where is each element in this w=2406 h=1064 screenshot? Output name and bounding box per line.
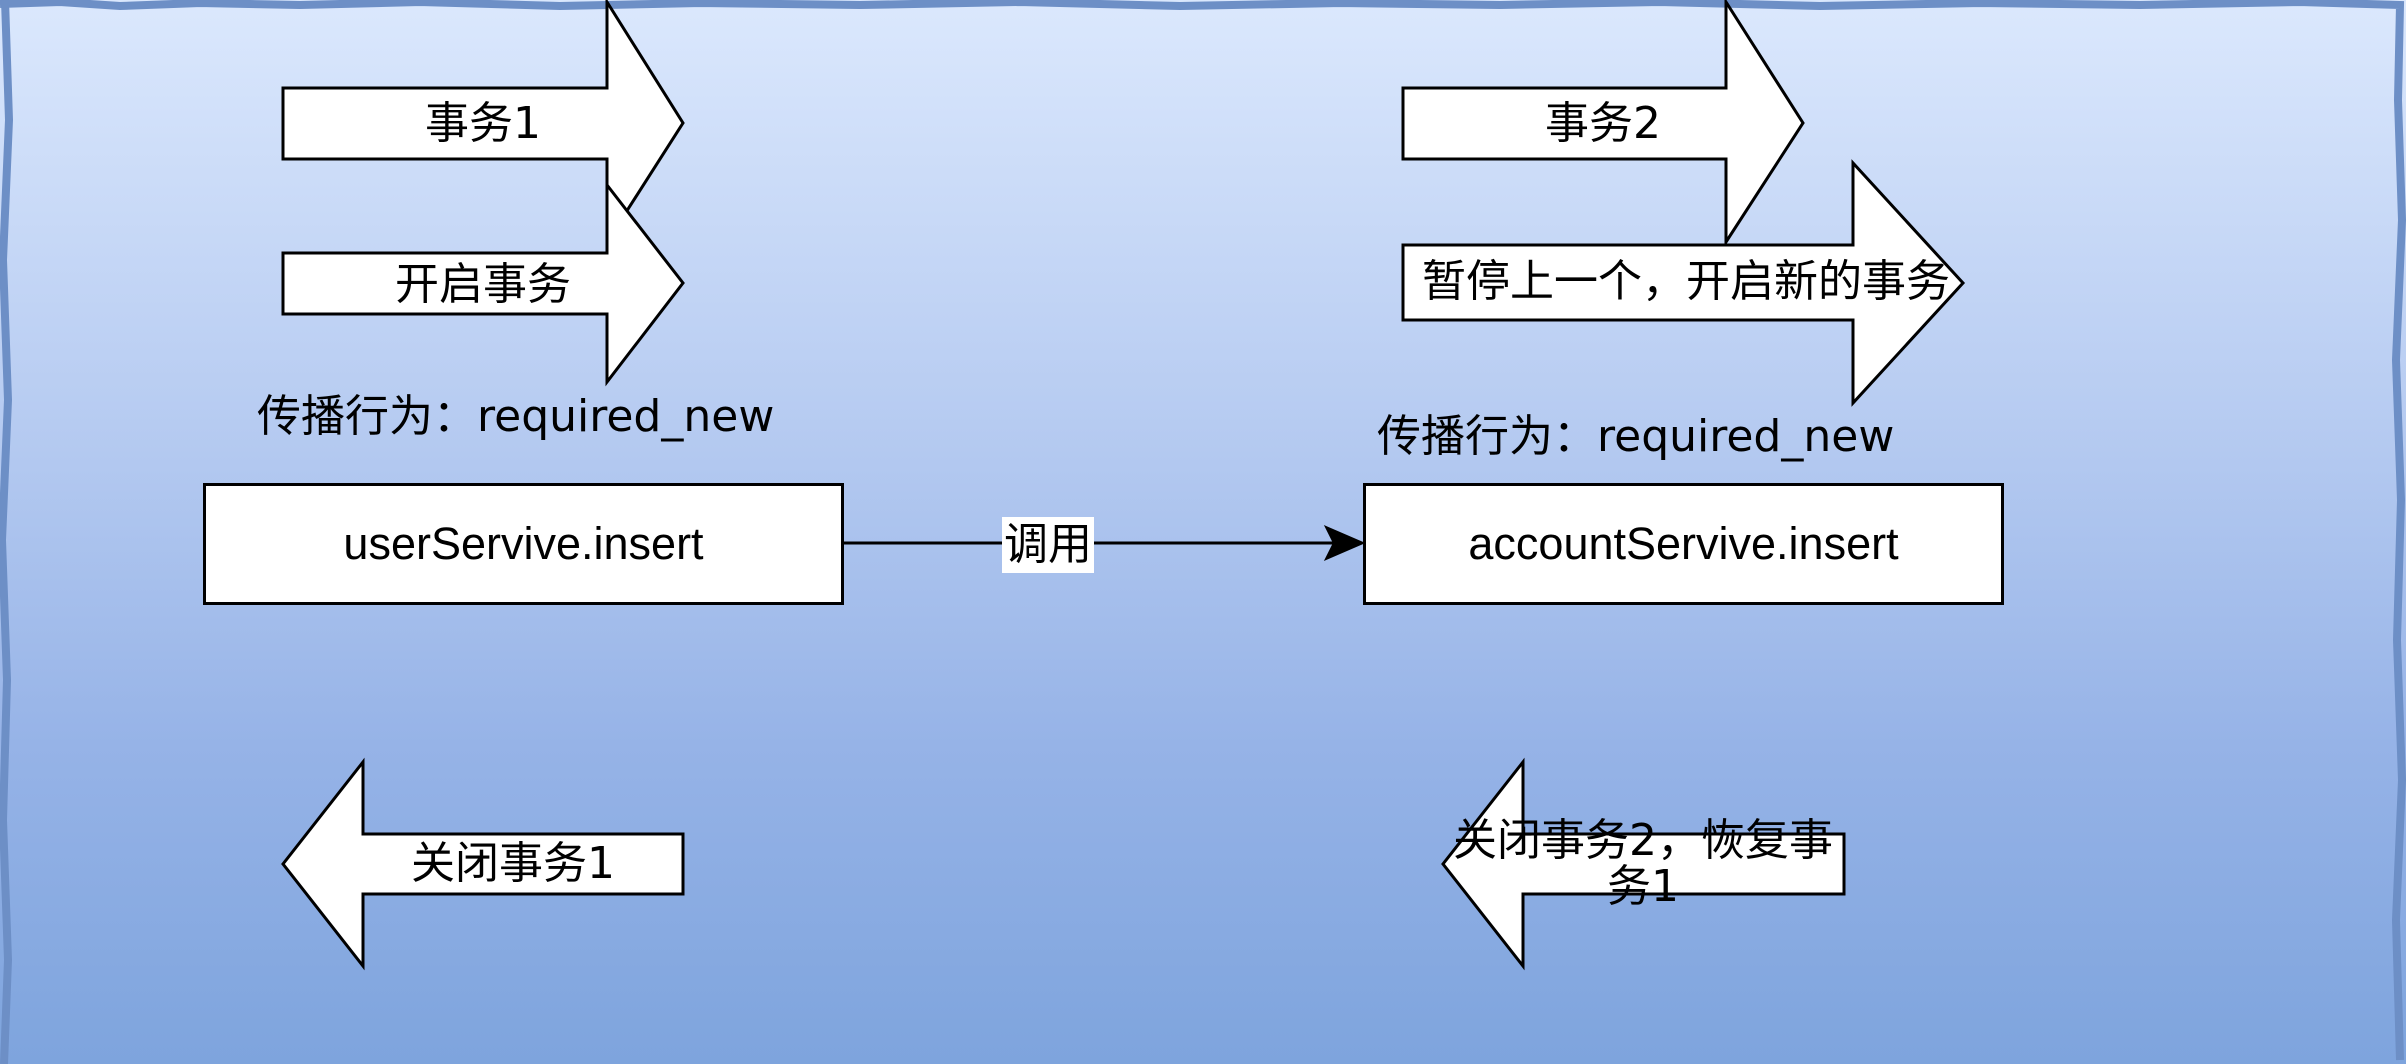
call-label: 调用 [1002,517,1094,573]
right-propagation-text: 传播行为：required_new [1377,411,1895,462]
transaction-1-label: 事务1 [425,97,541,149]
close-transaction-2-label: 关闭事务2，恢复事务1 [1453,814,1833,912]
close-transaction-1-label: 关闭事务1 [411,837,615,889]
open-transaction-label: 开启事务 [395,258,571,310]
suspend-transaction-label: 暂停上一个，开启新的事务 [1422,255,1950,307]
account-service-insert-box: accountServive.insert [1363,483,2004,605]
user-service-insert-box: userServive.insert [203,483,844,605]
left-propagation-text: 传播行为：required_new [257,391,775,442]
transaction-2-label: 事务2 [1545,97,1661,149]
